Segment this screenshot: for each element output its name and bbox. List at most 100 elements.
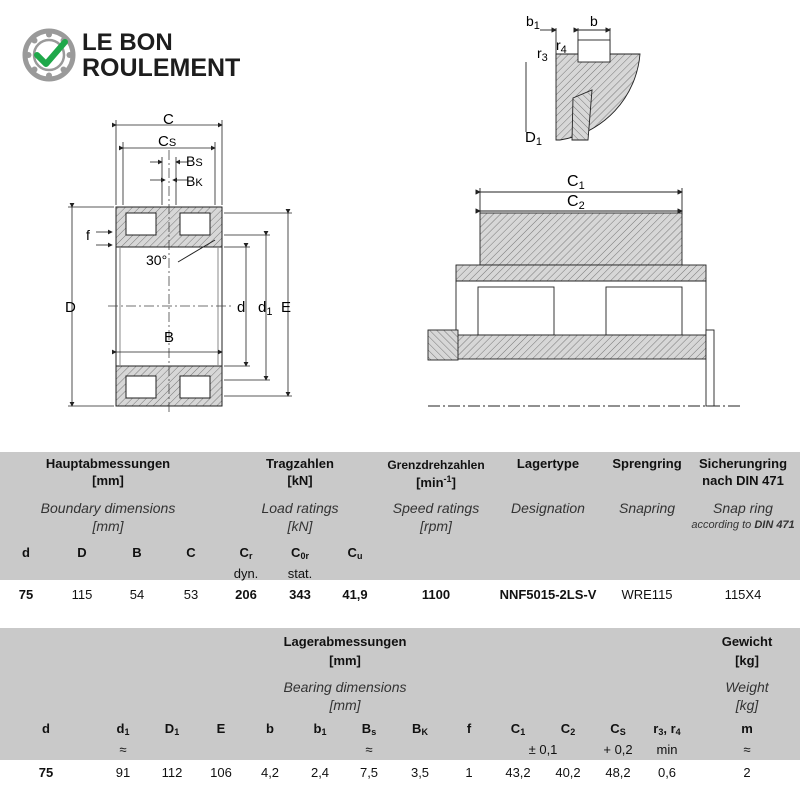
t1-speed-en: Speed ratings [392, 500, 480, 516]
t2-note-m: ≈ [743, 742, 751, 757]
t2-col-d: d [42, 721, 50, 736]
t2-col-r34: r3, r4 [653, 721, 681, 737]
t2-val-Bs: 7,5 [359, 765, 379, 780]
t1-col-Cr: Cr [239, 545, 253, 561]
t1-type-en: Designation [511, 500, 585, 516]
t1-sich-en2: according to DIN 471 [691, 519, 795, 531]
t1-val-D: 115 [71, 587, 93, 602]
t2-val-C2: 40,2 [555, 765, 581, 780]
label-C: C [163, 111, 174, 128]
label-C1: C1 [567, 173, 585, 192]
t1-val-Cr: 206 [235, 587, 257, 602]
t2-col-C2: C2 [560, 721, 576, 737]
t1-sich-de: Sicherungring [698, 456, 788, 471]
t2-col-m: m [741, 721, 753, 736]
t1-load-en: Load ratings [261, 500, 339, 516]
label-d1: d1 [258, 299, 272, 318]
t1-main-de-unit: [mm] [92, 473, 124, 488]
t1-spreng-de: Sprengring [612, 456, 682, 471]
t1-spreng-en: Snapring [618, 500, 676, 516]
label-d: d [237, 299, 245, 316]
label-Bk: BK [186, 173, 203, 189]
t2-main-de-unit: [mm] [329, 653, 361, 668]
t2-main-en: Bearing dimensions [283, 679, 407, 695]
t2-note-r34: min [656, 742, 678, 757]
label-r3: r3 [537, 45, 548, 64]
t2-val-m: 2 [743, 765, 751, 780]
t1-val-C: 53 [183, 587, 199, 602]
label-D: D [65, 299, 76, 316]
t2-col-Cs: CS [610, 721, 626, 737]
t2-val-b: 4,2 [260, 765, 280, 780]
t1-col-C: C [186, 545, 196, 560]
t1-load-en-unit: [kN] [287, 518, 313, 534]
t2-val-C1: 43,2 [505, 765, 531, 780]
t2-note-Cs: + 0,2 [603, 742, 633, 757]
label-C2: C2 [567, 193, 585, 212]
t1-val-speed: 1100 [421, 587, 451, 602]
t2-weight-de-unit: [kg] [735, 653, 759, 668]
table1-header-band [0, 452, 800, 580]
t1-col-Cu: Cu [347, 545, 363, 561]
t1-col-dyn: dyn. [233, 566, 259, 581]
t1-main-en-unit: [mm] [92, 518, 124, 534]
logo-line2: ROULEMENT [82, 54, 241, 82]
t1-load-de-unit: [kN] [287, 473, 313, 488]
t2-col-C1: C1 [510, 721, 526, 737]
t1-type-de: Lagertype [516, 456, 580, 471]
t2-col-d1: d1 [116, 721, 130, 737]
logo-line1: LE BON [82, 29, 173, 56]
t1-col-D: D [77, 545, 87, 560]
t2-col-b: b [266, 721, 274, 736]
t1-col-d: d [22, 545, 30, 560]
t1-val-designation: NNF5015-2LS-V [499, 587, 597, 602]
t2-weight-de: Gewicht [721, 634, 773, 649]
label-D1: D1 [525, 129, 542, 148]
label-B: B [164, 329, 174, 346]
t2-note-C1: ± 0,1 [528, 742, 558, 757]
bearing-check-icon [22, 28, 76, 82]
t2-val-r34: 0,6 [657, 765, 677, 780]
t1-val-Cu: 41,9 [342, 587, 368, 602]
t2-col-Bs: Bs [361, 721, 377, 737]
t1-sich-en: Snap ring [713, 500, 773, 516]
t1-speed-de-unit: [min-1] [416, 474, 456, 490]
label-b1: b1 [526, 13, 540, 32]
t1-sich-de2: nach DIN 471 [702, 473, 784, 488]
label-f: f [86, 227, 90, 243]
t1-col-C0r: C0r [291, 545, 309, 561]
t1-load-de: Tragzahlen [266, 456, 334, 471]
t2-col-b1: b1 [313, 721, 327, 737]
label-Bs: BS [186, 153, 203, 169]
label-Cs: CS [158, 133, 176, 150]
t1-val-d: 75 [18, 587, 34, 602]
t2-main-de: Lagerabmessungen [283, 634, 407, 649]
t1-col-stat: stat. [287, 566, 313, 581]
t2-val-d: 75 [38, 765, 54, 780]
t2-weight-en-unit: [kg] [735, 697, 759, 713]
t1-speed-en-unit: [rpm] [420, 518, 452, 534]
t2-val-Bk: 3,5 [410, 765, 430, 780]
t2-val-Cs: 48,2 [605, 765, 631, 780]
label-r4: r4 [556, 37, 567, 56]
t1-main-en: Boundary dimensions [40, 500, 176, 516]
t2-val-D1: 112 [161, 765, 183, 780]
t1-val-C0r: 343 [289, 587, 311, 602]
t1-main-de: Hauptabmessungen [45, 456, 171, 471]
t2-val-d1: 91 [115, 765, 131, 780]
t2-weight-en: Weight [725, 679, 769, 695]
t2-col-Bk: BK [412, 721, 428, 737]
t2-val-E: 106 [210, 765, 232, 780]
label-angle: 30° [146, 252, 167, 268]
t2-col-D1: D1 [164, 721, 180, 737]
t1-speed-de: Grenzdrehzahlen [387, 458, 485, 472]
t2-col-f: f [466, 721, 472, 736]
t2-val-f: 1 [465, 765, 473, 780]
t1-val-din471: 115X4 [724, 587, 762, 602]
t2-note-Bs: ≈ [365, 742, 373, 757]
t2-note-d1: ≈ [119, 742, 127, 757]
t1-val-B: 54 [129, 587, 145, 602]
t2-main-en-unit: [mm] [329, 697, 361, 713]
t2-val-b1: 2,4 [310, 765, 330, 780]
t1-col-B: B [132, 545, 142, 560]
